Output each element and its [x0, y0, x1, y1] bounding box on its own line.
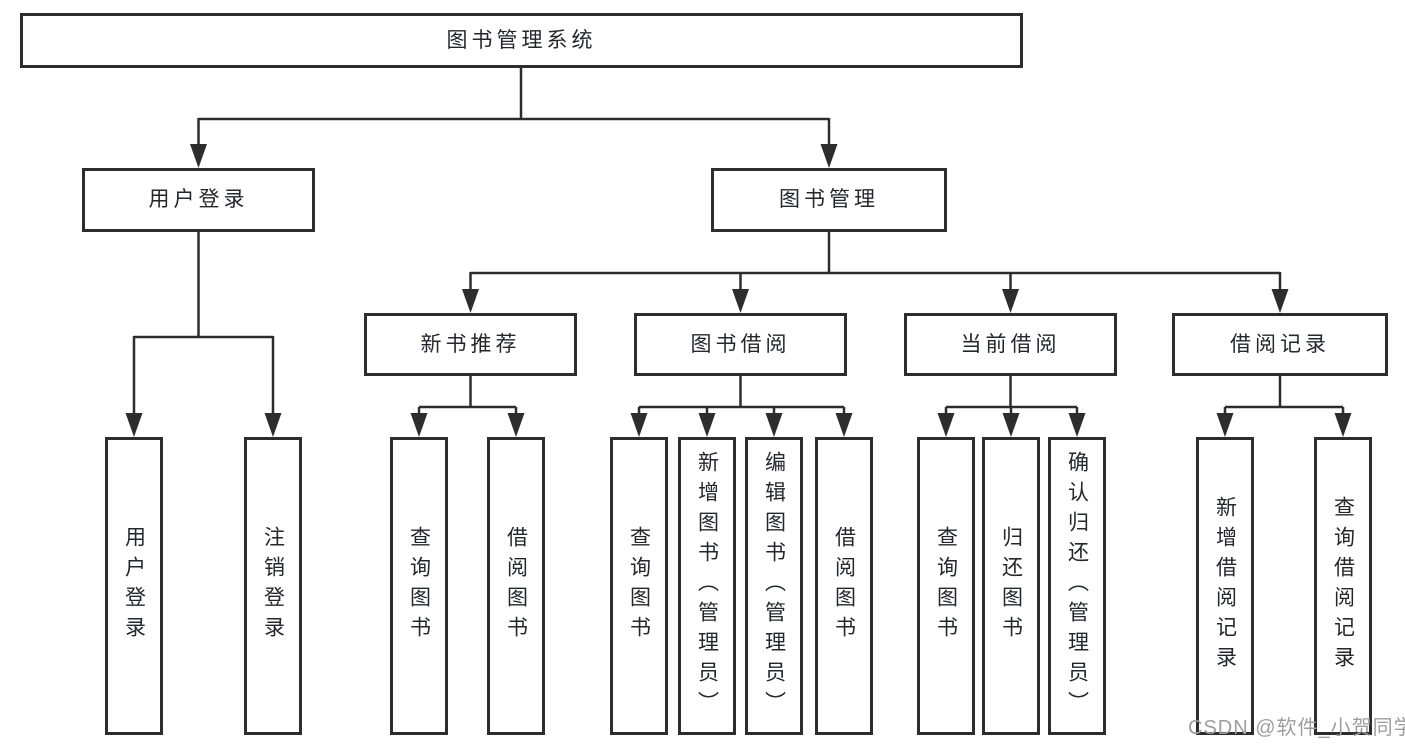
- connector-root-to-level2: [197, 68, 831, 146]
- node-borrow-record: 借阅记录: [1172, 313, 1388, 376]
- leaf-label: 查询图书: [934, 526, 958, 646]
- node-user-login: 用户登录: [82, 168, 315, 232]
- leaf-edit-book-admin: 编辑图书（管理员）: [745, 437, 803, 735]
- arrowhead: [765, 413, 783, 437]
- leaf-query-book-3: 查询图书: [917, 437, 975, 735]
- leaf-label: 借阅图书: [832, 526, 856, 646]
- leaf-label: 查询借阅记录: [1331, 496, 1355, 676]
- leaf-label: 查询图书: [627, 526, 651, 646]
- leaf-label: 注销登录: [261, 526, 285, 646]
- arrowhead: [507, 413, 525, 437]
- arrowhead: [820, 144, 838, 168]
- leaf-query-book-2: 查询图书: [610, 437, 668, 735]
- leaf-confirm-return-admin: 确认归还（管理员）: [1048, 437, 1106, 735]
- leaf-label: 查询图书: [407, 526, 431, 646]
- node-new-book-recommend: 新书推荐: [364, 313, 577, 376]
- leaf-query-borrow-record: 查询借阅记录: [1314, 437, 1372, 735]
- arrowhead: [410, 413, 428, 437]
- arrowhead: [1068, 413, 1086, 437]
- arrowhead: [937, 413, 955, 437]
- leaf-query-book-1: 查询图书: [390, 437, 448, 735]
- arrowhead: [462, 289, 479, 313]
- arrowhead: [125, 413, 143, 437]
- connector-book-borrow-children: [637, 376, 846, 416]
- connector-new-book-children: [417, 376, 518, 416]
- node-root-library-system: 图书管理系统: [20, 13, 1023, 68]
- connector-current-borrow-children: [944, 376, 1079, 416]
- csdn-watermark: CSDN @软件_小贺同学: [1188, 717, 1405, 739]
- connector-borrow-record-children: [1223, 376, 1345, 416]
- node-book-management: 图书管理: [711, 168, 947, 232]
- arrowhead: [190, 144, 207, 168]
- arrowhead: [1216, 413, 1234, 437]
- leaf-label: 编辑图书（管理员）: [762, 451, 786, 721]
- leaf-label: 借阅图书: [504, 526, 528, 646]
- arrowhead: [264, 413, 282, 437]
- leaf-label: 确认归还（管理员）: [1065, 451, 1089, 721]
- leaf-label: 归还图书: [999, 526, 1023, 646]
- leaf-borrow-book-1: 借阅图书: [487, 437, 545, 735]
- leaf-label: 新增图书（管理员）: [695, 451, 719, 721]
- leaf-label: 用户登录: [122, 526, 146, 646]
- arrowhead: [698, 413, 716, 437]
- node-current-borrow: 当前借阅: [904, 313, 1117, 376]
- arrowhead: [1002, 413, 1020, 437]
- arrowhead: [835, 413, 853, 437]
- arrowhead: [630, 413, 648, 437]
- arrowhead: [732, 289, 749, 313]
- leaf-return-book: 归还图书: [982, 437, 1040, 735]
- leaf-add-book-admin: 新增图书（管理员）: [678, 437, 736, 735]
- leaf-label: 新增借阅记录: [1213, 496, 1237, 676]
- arrowhead: [1271, 289, 1289, 313]
- leaf-add-borrow-record: 新增借阅记录: [1196, 437, 1254, 735]
- arrowhead: [1334, 413, 1352, 437]
- leaf-user-login: 用户登录: [105, 437, 163, 735]
- node-book-borrow: 图书借阅: [634, 313, 847, 376]
- leaf-logout: 注销登录: [244, 437, 302, 735]
- leaf-borrow-book-2: 借阅图书: [815, 437, 873, 735]
- connector-book-management-children: [469, 232, 1282, 292]
- connector-user-login-children: [132, 232, 275, 414]
- arrowhead: [1002, 289, 1019, 313]
